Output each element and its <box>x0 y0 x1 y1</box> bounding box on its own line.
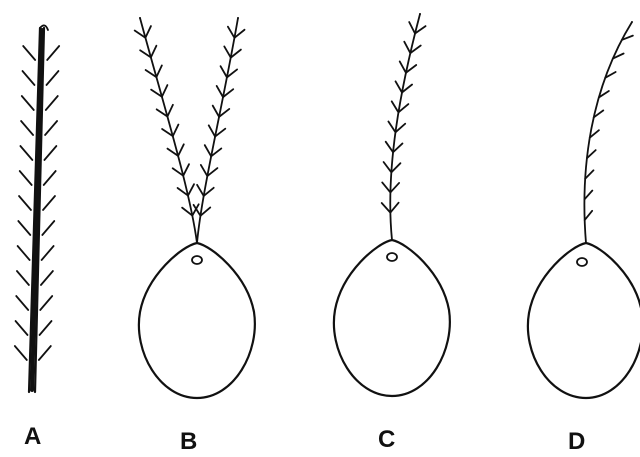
barb-mark <box>209 125 215 136</box>
barb-mark <box>224 46 230 57</box>
barb-mark <box>41 271 53 285</box>
barb-mark <box>39 346 51 360</box>
barb-mark <box>388 121 395 132</box>
panel-label-a: A <box>24 425 41 449</box>
barb-mark <box>217 86 223 97</box>
barb-mark <box>386 142 393 153</box>
panel-b-filaments <box>135 18 245 243</box>
barb-mark <box>44 171 56 185</box>
panel-d-barbs <box>584 22 632 220</box>
barb-mark <box>384 162 392 172</box>
barb-mark <box>18 221 30 235</box>
barb-mark <box>42 246 54 260</box>
barb-mark <box>42 221 54 235</box>
barb-mark <box>396 81 402 92</box>
panel-c-filament <box>382 14 426 240</box>
barb-mark <box>400 61 406 72</box>
barb-mark <box>47 46 59 60</box>
panel-c-barbs <box>382 14 426 213</box>
barb-mark <box>221 66 227 77</box>
barb-mark <box>46 71 58 85</box>
barb-mark <box>23 46 35 60</box>
barb-mark <box>151 46 157 58</box>
barb-mark <box>44 146 56 160</box>
barb-mark <box>19 196 31 210</box>
barb-mark <box>21 121 33 135</box>
barb-mark <box>43 196 55 210</box>
barb-mark <box>18 246 30 260</box>
barb-mark <box>585 211 593 220</box>
barb-mark <box>156 65 162 77</box>
panel-label-b: B <box>180 430 197 454</box>
panel-label-d: D <box>568 430 585 454</box>
barb-mark <box>228 27 235 38</box>
barb-mark <box>40 321 52 335</box>
barb-mark <box>167 105 173 117</box>
barb-mark <box>213 106 219 117</box>
barb-mark <box>584 191 592 200</box>
barb-mark <box>197 185 204 196</box>
barb-mark <box>22 71 34 85</box>
panel-label-c: C <box>378 428 395 452</box>
barb-mark <box>183 164 189 176</box>
barb-mark <box>162 85 168 97</box>
barb-mark <box>17 271 29 285</box>
barb-mark <box>145 26 151 38</box>
barb-mark <box>205 145 211 156</box>
barb-mark <box>20 171 32 185</box>
barb-mark <box>45 121 57 135</box>
barb-mark <box>15 346 27 360</box>
barb-mark <box>46 96 58 110</box>
barb-mark <box>22 96 34 110</box>
barb-mark <box>188 184 194 195</box>
barb-mark <box>409 22 415 34</box>
panel-d-egg <box>528 243 640 398</box>
barb-mark <box>173 125 179 137</box>
barb-mark <box>382 203 391 213</box>
barb-mark <box>201 165 207 176</box>
barb-mark <box>390 183 399 193</box>
barb-mark <box>390 203 398 213</box>
panel-a-shaft <box>15 25 59 392</box>
barb-mark <box>40 296 52 310</box>
barb-mark <box>392 101 399 112</box>
barb-mark <box>178 144 184 156</box>
panel-c-egg <box>334 240 450 396</box>
panel-d-filament <box>584 22 632 243</box>
barb-mark <box>16 321 28 335</box>
barb-mark <box>382 182 390 192</box>
barb-mark <box>16 296 28 310</box>
panel-b-barbs <box>135 18 245 216</box>
barb-mark <box>20 146 32 160</box>
panel-b-egg <box>139 243 255 398</box>
barb-mark <box>404 42 410 53</box>
